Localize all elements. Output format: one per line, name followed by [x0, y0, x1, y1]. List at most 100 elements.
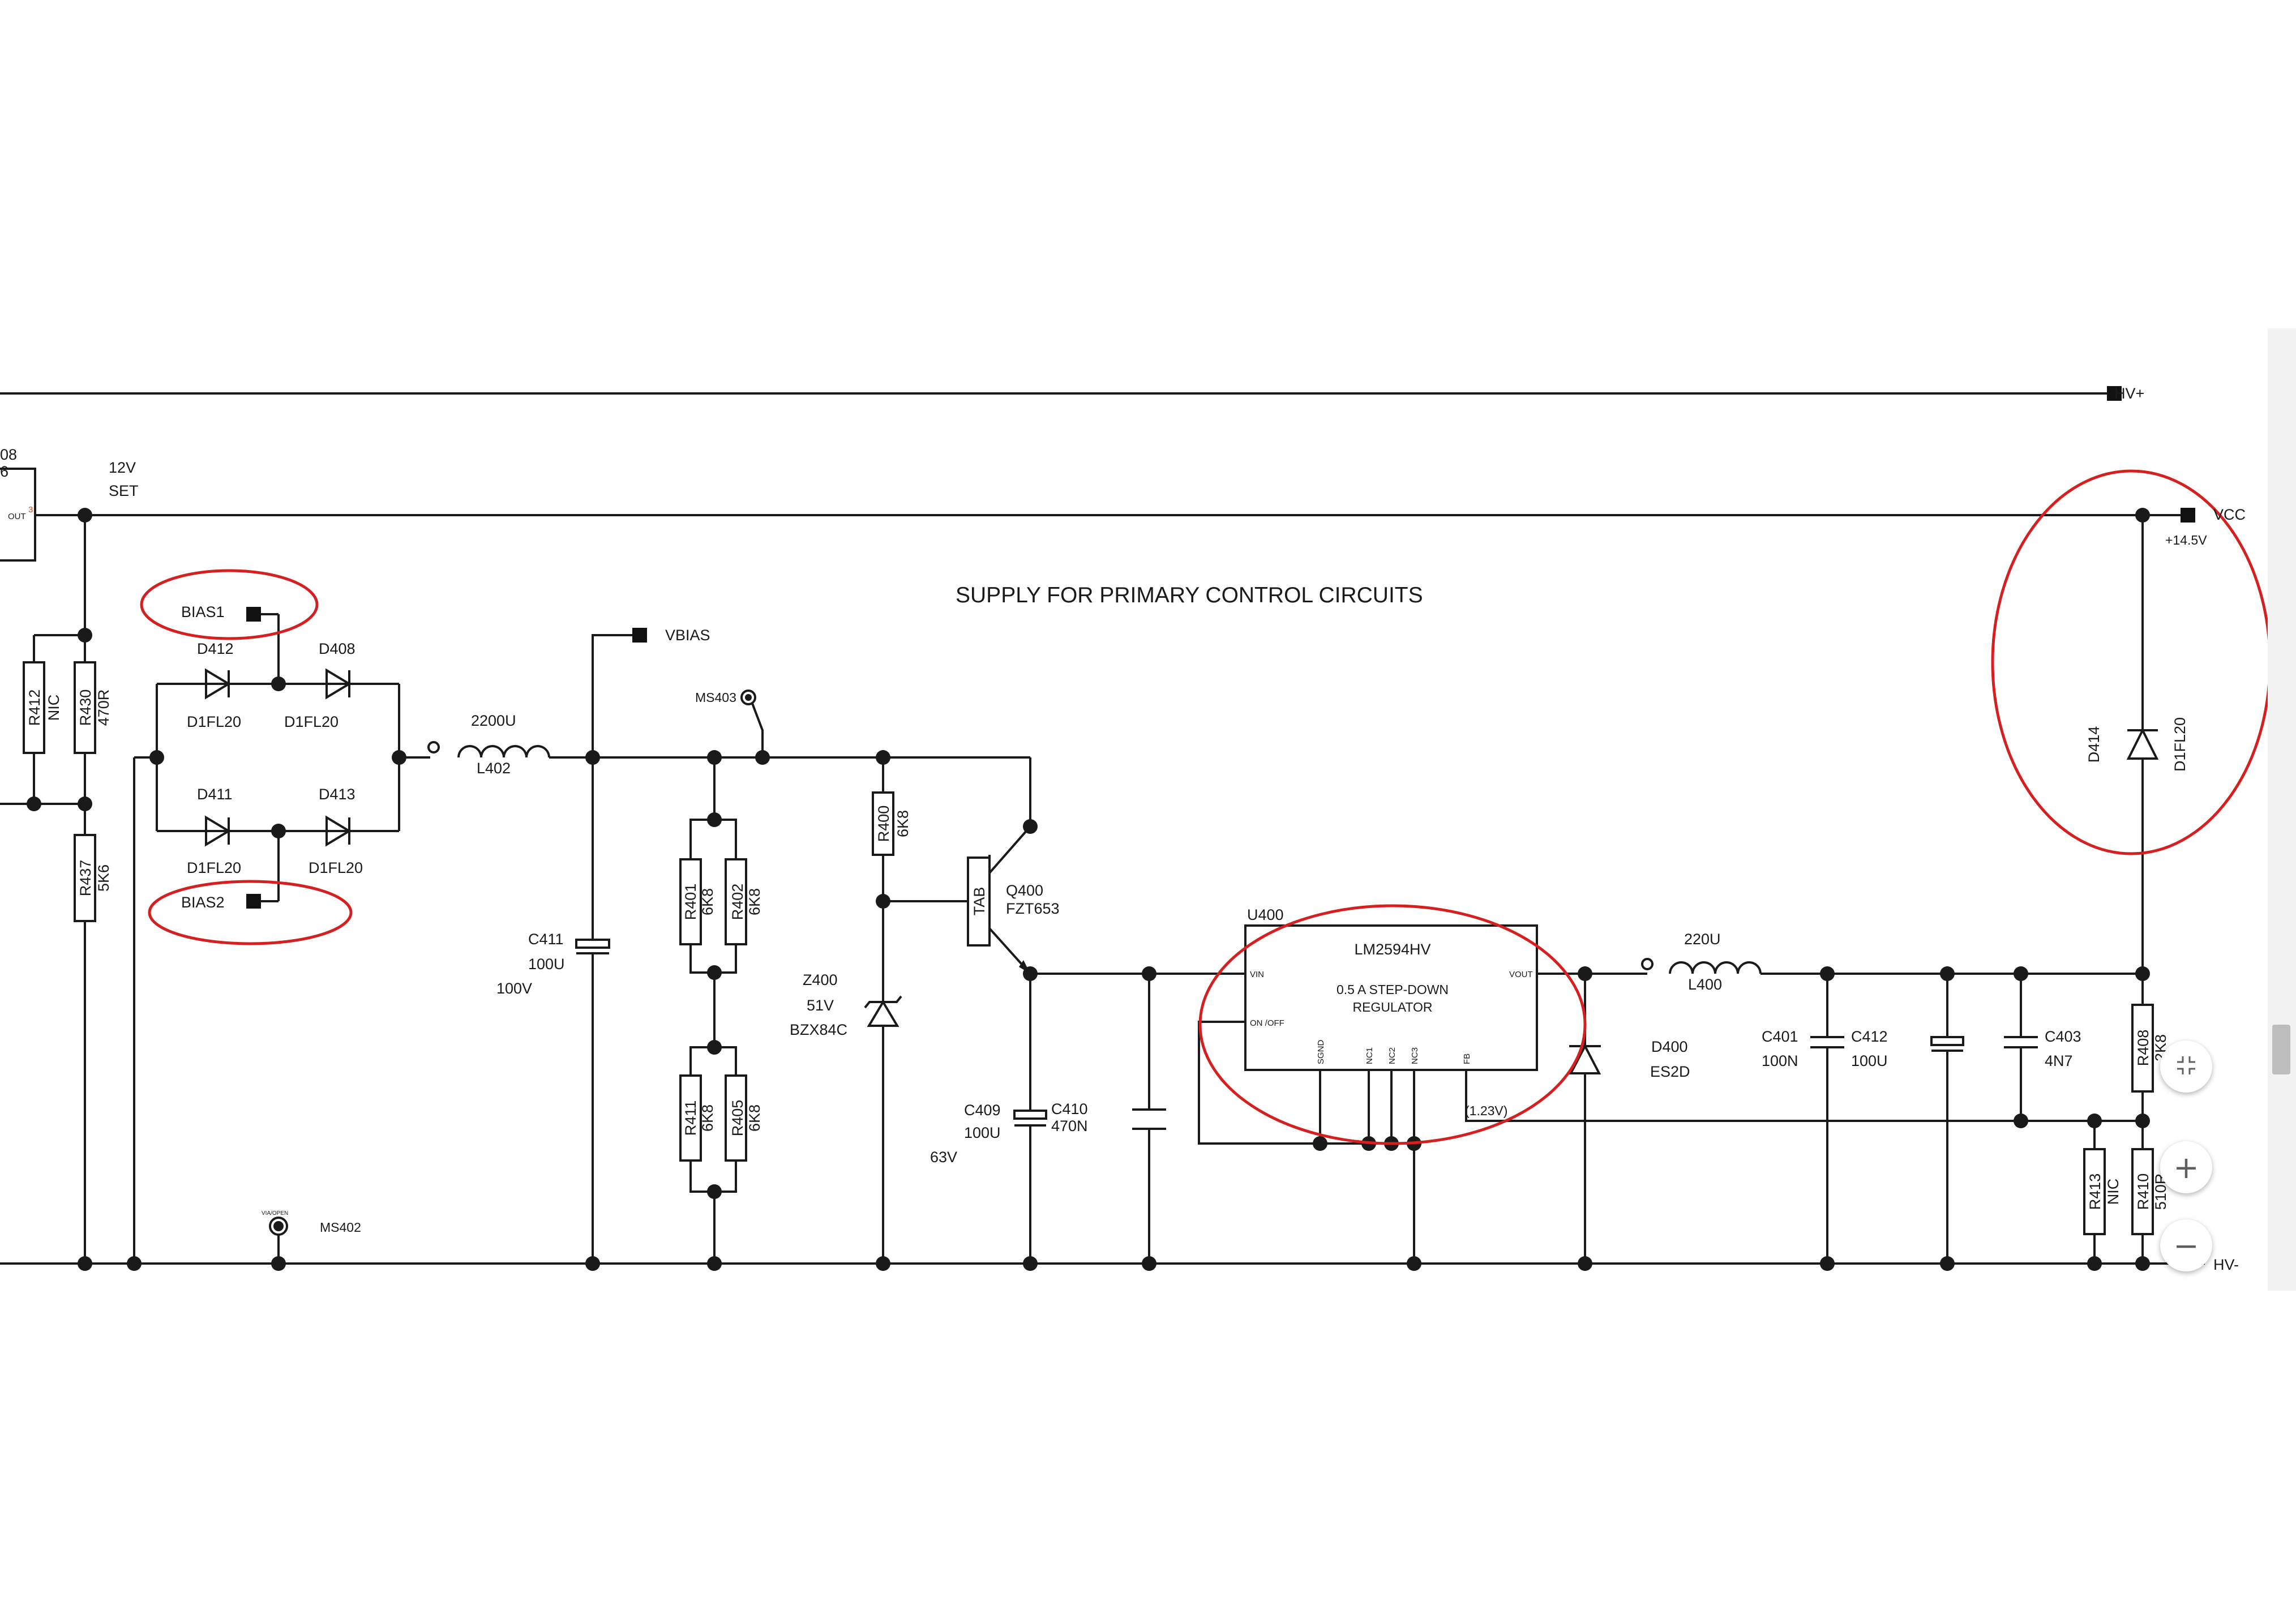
label-l400-value: 220U: [1684, 931, 1721, 948]
diode-d414: [2126, 727, 2159, 760]
resistor-r437: [74, 834, 96, 922]
label-z400-value: 51V: [807, 997, 834, 1014]
fit-screen-button[interactable]: [2160, 1040, 2212, 1093]
zoom-in-button[interactable]: +: [2160, 1141, 2212, 1193]
zener-z400: [864, 995, 902, 1027]
resistor-r401: [679, 858, 702, 945]
regulator-u400: [1244, 924, 1538, 1071]
label-r413-value: NIC: [2105, 1179, 2122, 1205]
pad-vbias: [632, 628, 647, 643]
label-r401-value: 6K8: [699, 888, 716, 915]
vertical-scrollbar[interactable]: [2268, 328, 2296, 1291]
scrollbar-thumb[interactable]: [2272, 1025, 2290, 1074]
label-q400-tab: TAB: [971, 887, 988, 916]
label-c410-value: 470N: [1051, 1117, 1088, 1134]
label-u400-pin-vout: VOUT: [1509, 970, 1533, 979]
pad-bias2: [246, 894, 261, 909]
schematic-title: SUPPLY FOR PRIMARY CONTROL CIRCUITS: [956, 583, 1423, 607]
label-d413-ref: D413: [319, 786, 355, 803]
label-u400-part: LM2594HV: [1354, 941, 1430, 958]
label-z400-part: BZX84C: [790, 1021, 847, 1038]
label-l402-ref: L402: [477, 760, 511, 777]
label-ms403: MS403: [695, 690, 736, 705]
highlight-bias1: [140, 569, 319, 640]
label-d411-value: D1FL20: [187, 859, 241, 876]
label-c412-value: 100U: [1851, 1052, 1888, 1069]
resistor-r408: [2131, 1004, 2154, 1093]
label-r413-ref: R413: [2087, 1174, 2104, 1210]
label-r410-ref: R410: [2135, 1174, 2152, 1210]
partial-label-pin: 3: [28, 505, 33, 515]
label-c409-value: 100U: [964, 1124, 1001, 1141]
label-r405-value: 6K8: [746, 1104, 763, 1132]
label-c410-ref: C410: [1051, 1100, 1088, 1117]
label-r401-ref: R401: [682, 884, 699, 920]
inductors: [427, 741, 1762, 974]
inductor-l402: [457, 745, 550, 758]
label-u400-pin-vin: VIN: [1250, 970, 1264, 979]
label-q400-part: FZT653: [1006, 900, 1060, 917]
label-r400-ref: R400: [875, 806, 892, 842]
label-r400-value: 6K8: [894, 810, 911, 837]
resistor-r405: [725, 1074, 747, 1162]
label-c403-value: 4N7: [2045, 1052, 2073, 1069]
resistor-r410: [2131, 1148, 2154, 1235]
net-label-vbias: VBIAS: [665, 627, 710, 644]
resistor-r413: [2083, 1148, 2106, 1235]
label-r430-value: 470R: [95, 690, 112, 726]
label-q400-ref: Q400: [1006, 882, 1043, 899]
label-r411-ref: R411: [682, 1100, 699, 1136]
wires: [0, 392, 2205, 1265]
label-c411-value: 100U: [528, 956, 565, 973]
resistor-r400: [872, 791, 894, 856]
label-r430-ref: R430: [77, 690, 94, 726]
label-u400-pin-onoff: ON /OFF: [1250, 1018, 1284, 1028]
label-r412-ref: R412: [26, 690, 43, 726]
label-r412-value: NIC: [45, 695, 62, 721]
label-u400-desc1: 0.5 A STEP-DOWN: [1337, 982, 1449, 997]
label-d412-value: D1FL20: [187, 713, 241, 730]
label-u400-pin-nc1: NC1: [1365, 1047, 1374, 1064]
zoom-in-icon: +: [2173, 1149, 2199, 1185]
label-d414-value: D1FL20: [2171, 717, 2188, 772]
label-c409-ref: C409: [964, 1102, 1001, 1119]
label-r437-ref: R437: [77, 860, 94, 897]
zoom-out-button[interactable]: −: [2160, 1219, 2212, 1271]
capacitors: [575, 939, 2038, 1130]
highlight-regulator: [1198, 904, 1587, 1145]
label-d411-ref: D411: [197, 786, 233, 803]
label-l400-ref: L400: [1688, 976, 1722, 993]
label-c412-ref: C412: [1851, 1028, 1888, 1045]
label-u400-ref: U400: [1247, 906, 1284, 923]
label-c403-ref: C403: [2045, 1028, 2081, 1045]
partial-label-a: 08: [0, 446, 17, 463]
resistors: [23, 661, 2154, 1235]
label-d400-part: ES2D: [1650, 1063, 1690, 1080]
net-label-hv-plus: HV+: [2114, 385, 2144, 402]
label-ms402-tiny: VIA/OPEN: [262, 1210, 288, 1217]
resistor-r411: [679, 1074, 702, 1162]
label-u400-pin-nc2: NC2: [1387, 1047, 1397, 1064]
diodes: [205, 669, 2159, 1074]
capacitor-c411: [575, 939, 610, 949]
resistor-r412: [23, 661, 45, 754]
pad-bias1: [246, 607, 261, 622]
partial-label-out: OUT: [8, 512, 26, 521]
transistor-q400-tab: [967, 857, 991, 947]
label-r437-value: 5K6: [95, 864, 112, 892]
label-r408-ref: R408: [2135, 1030, 2152, 1067]
label-u400-desc2: REGULATOR: [1352, 1000, 1432, 1014]
label-d413-value: D1FL20: [309, 859, 363, 876]
net-label-bias2: BIAS2: [181, 894, 225, 911]
label-r402-value: 6K8: [746, 888, 763, 915]
label-c401-ref: C401: [1762, 1028, 1798, 1045]
label-u400-pin-nc3: NC3: [1410, 1047, 1420, 1064]
pad-vcc: [2181, 508, 2195, 523]
net-pads: [246, 386, 2195, 909]
label-r402-ref: R402: [729, 884, 746, 920]
label-d412-ref: D412: [197, 640, 234, 657]
capacitor-c409: [1013, 1110, 1047, 1120]
label-r405-ref: R405: [729, 1100, 746, 1137]
labels: SUPPLY FOR PRIMARY CONTROL CIRCUITS HV+ …: [0, 385, 2246, 1273]
